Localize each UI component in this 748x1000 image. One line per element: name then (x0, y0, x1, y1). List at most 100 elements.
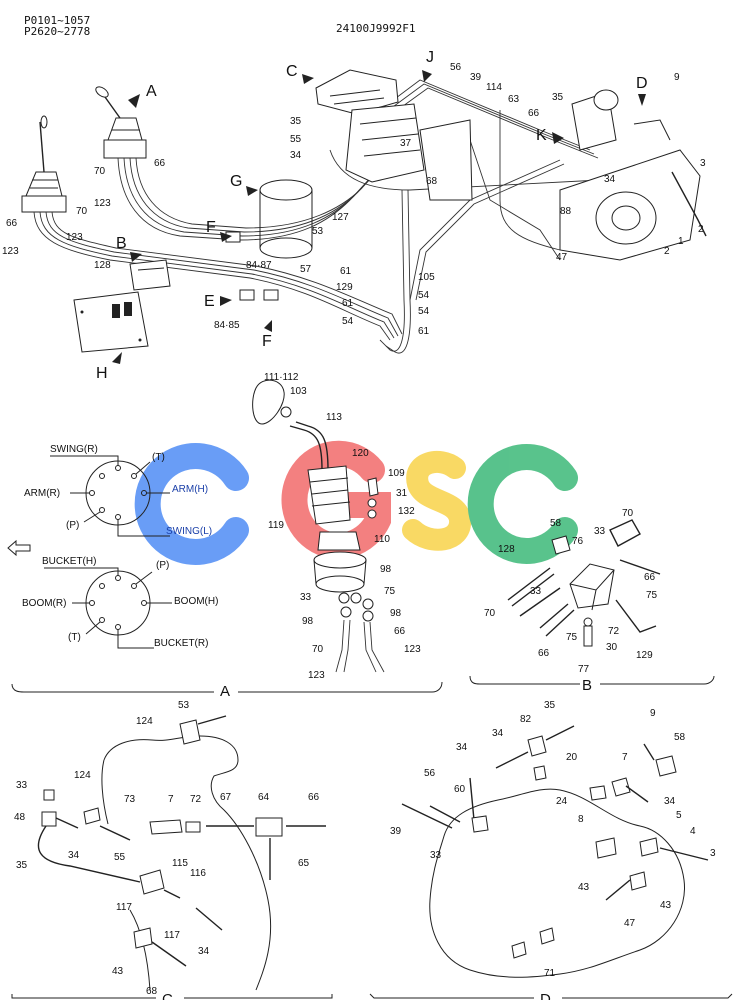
svg-text:128: 128 (498, 544, 515, 555)
svg-text:2: 2 (664, 246, 670, 257)
svg-text:120: 120 (352, 448, 369, 459)
svg-text:34: 34 (456, 742, 468, 753)
port-bucket-r: BUCKET(R) (154, 638, 208, 649)
svg-text:58: 58 (550, 518, 562, 529)
svg-text:70: 70 (622, 508, 634, 519)
svg-text:98: 98 (380, 564, 392, 575)
port-arm-h: ARM(H) (172, 484, 208, 495)
svg-text:47: 47 (624, 918, 636, 929)
svg-text:61: 61 (340, 266, 352, 277)
svg-text:56: 56 (424, 768, 436, 779)
svg-text:34: 34 (604, 174, 616, 185)
svg-text:53: 53 (178, 700, 190, 711)
pump-assembly-d (559, 89, 707, 261)
svg-text:73: 73 (124, 794, 136, 805)
marker-a: A (146, 83, 157, 100)
svg-text:64: 64 (258, 792, 270, 803)
svg-text:68: 68 (426, 176, 438, 187)
svg-text:61: 61 (418, 326, 430, 337)
svg-text:113: 113 (326, 412, 342, 423)
svg-text:123: 123 (66, 232, 83, 243)
svg-text:39: 39 (470, 72, 482, 83)
port-boom-r: BOOM(R) (22, 598, 66, 609)
marker-c: C (286, 63, 298, 80)
section-a-title: A (220, 683, 230, 700)
svg-text:33: 33 (594, 526, 606, 537)
hose-bundle-right (117, 157, 385, 241)
svg-text:129: 129 (636, 650, 653, 661)
svg-text:66: 66 (538, 648, 550, 659)
svg-text:31: 31 (396, 488, 408, 499)
svg-text:37: 37 (400, 138, 412, 149)
svg-text:84·85: 84·85 (214, 320, 240, 331)
svg-text:127: 127 (332, 212, 349, 223)
marker-k: K (536, 127, 547, 144)
view-markers: A B C D E F F G H J K (96, 49, 648, 382)
svg-text:53: 53 (312, 226, 324, 237)
svg-text:70: 70 (76, 206, 88, 217)
svg-text:35: 35 (290, 116, 302, 127)
svg-text:3: 3 (710, 848, 716, 859)
marker-d: D (636, 75, 648, 92)
svg-text:65: 65 (298, 858, 310, 869)
svg-text:72: 72 (190, 794, 202, 805)
svg-text:34: 34 (290, 150, 302, 161)
svg-text:84·87: 84·87 (246, 260, 272, 271)
svg-text:33: 33 (430, 850, 442, 861)
svg-text:70: 70 (94, 166, 106, 177)
svg-text:54: 54 (418, 306, 430, 317)
svg-text:54: 54 (418, 290, 430, 301)
port-swing-r-upper: SWING(R) (50, 444, 98, 455)
pattern-upper-diagram: SWING(R) (T) ARM(R) ARM(H) (P) SWING(L) (24, 444, 212, 537)
svg-text:34: 34 (492, 728, 504, 739)
svg-text:9: 9 (650, 708, 656, 719)
svg-text:34: 34 (198, 946, 210, 957)
control-valve-c (315, 69, 473, 201)
section-a-callouts: 111·112 103 113 120 109 31 132 119 110 9… (264, 372, 421, 681)
svg-text:123: 123 (404, 644, 421, 655)
svg-text:66: 66 (644, 572, 656, 583)
svg-text:98: 98 (302, 616, 314, 627)
svg-text:7: 7 (622, 752, 628, 763)
marker-g: G (230, 173, 242, 190)
svg-text:98: 98 (390, 608, 402, 619)
svg-text:66: 66 (154, 158, 166, 169)
svg-text:117: 117 (164, 930, 180, 941)
svg-text:5: 5 (676, 810, 682, 821)
svg-text:67: 67 (220, 792, 232, 803)
marker-b: B (116, 235, 127, 252)
serial-range-1: P0101~1057 (24, 14, 90, 27)
clamp-e (239, 289, 255, 301)
svg-text:55: 55 (290, 134, 302, 145)
svg-text:72: 72 (608, 626, 620, 637)
svg-text:20: 20 (566, 752, 578, 763)
svg-text:43: 43 (660, 900, 672, 911)
svg-text:47: 47 (556, 252, 568, 263)
main-callouts: 66 123 70 123 70 66 123 128 56 39 114 63… (2, 62, 706, 337)
svg-text:124: 124 (74, 770, 91, 781)
svg-text:57: 57 (300, 264, 312, 275)
section-b-title: B (582, 677, 592, 694)
svg-text:88: 88 (560, 206, 572, 217)
svg-text:33: 33 (16, 780, 28, 791)
svg-text:110: 110 (374, 534, 390, 545)
svg-text:109: 109 (388, 468, 405, 479)
svg-text:103: 103 (290, 386, 307, 397)
svg-text:114: 114 (486, 82, 502, 93)
svg-text:66: 66 (394, 626, 406, 637)
section-d-bracket (369, 993, 733, 999)
marker-j: J (426, 49, 434, 66)
svg-text:123: 123 (94, 198, 111, 209)
diagram-code: 24100J9992F1 (336, 22, 415, 35)
section-d-pump-detail: 35 82 34 9 58 34 20 7 56 60 24 34 39 8 5… (369, 700, 733, 1000)
svg-text:123: 123 (2, 246, 19, 257)
hydraulic-tank-g (259, 179, 313, 259)
watermark-c2 (467, 444, 578, 564)
svg-text:56: 56 (450, 62, 462, 73)
svg-text:43: 43 (112, 966, 124, 977)
svg-text:117: 117 (116, 902, 132, 913)
port-t-upper: (T) (152, 452, 165, 463)
svg-text:129: 129 (336, 282, 353, 293)
